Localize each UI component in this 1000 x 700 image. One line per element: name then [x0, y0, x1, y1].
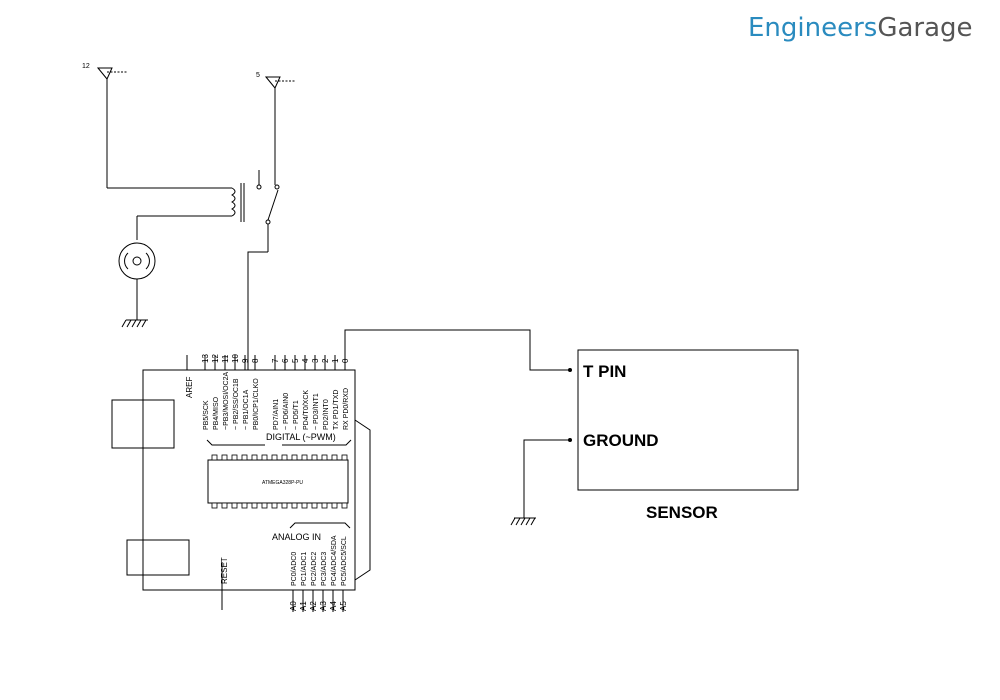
chip-pin — [251, 502, 258, 509]
digital-pin-label: PD7/AIN1 — [273, 399, 280, 430]
header-number: 6 — [281, 358, 290, 363]
analog-pin-number: A2 — [309, 601, 318, 611]
header-number: 0 — [341, 358, 350, 363]
t-pin-label: T PIN — [583, 362, 626, 381]
sensor-module: T PIN GROUND SENSOR — [577, 349, 799, 522]
digital-pin-label: ~ PD6/AIN0 — [283, 393, 290, 430]
analog-pin-number: A4 — [329, 601, 338, 611]
analog-pin-number: A3 — [319, 601, 328, 611]
supply-5v-label: 5 — [256, 72, 260, 79]
ground-label: GROUND — [583, 431, 659, 450]
digital-pin-label: ~ PB2/SS/OC1B — [233, 378, 240, 430]
chip-pin — [231, 502, 238, 509]
analog-pin-number: A5 — [339, 601, 348, 611]
chip-pin — [311, 502, 318, 509]
supply-12v-label: 12 — [82, 63, 90, 70]
chip-pin — [341, 454, 348, 461]
digital-label: DIGITAL (~PWM) — [266, 432, 336, 442]
chip-pin — [221, 502, 228, 509]
analog-pin-label: PC1/ADC1 — [301, 552, 308, 586]
chip-pin — [251, 454, 258, 461]
relay — [107, 170, 280, 252]
aref-label: AREF — [185, 377, 194, 398]
chip-pin — [321, 454, 328, 461]
chip-label: ATMEGA328P-PU — [262, 480, 303, 486]
analog-pin-label: PC5/ADC5/SCL — [341, 536, 348, 586]
header-number: 12 — [211, 354, 220, 363]
chip-pin — [301, 502, 308, 509]
relay-wire — [247, 251, 268, 370]
digital-pin-label: PB5/SCK — [203, 400, 210, 430]
chip-pin — [281, 454, 288, 461]
header-number: 1 — [331, 358, 340, 363]
header-number: 11 — [221, 354, 230, 363]
header-number: 3 — [311, 358, 320, 363]
digital-pin-label: PD4/T0/XCK — [303, 390, 310, 430]
header-number: 9 — [241, 358, 250, 363]
supply-12v: 12 — [82, 63, 127, 188]
analog-pin-label: PC4/ADC4/SDA — [331, 535, 338, 586]
chip-pin — [341, 502, 348, 509]
chip-pin — [321, 502, 328, 509]
digital-pin-label: PB4/MISO — [213, 396, 220, 430]
chip-pin — [221, 454, 228, 461]
digital-pin-label: ~PB3/MOSI/OC2A — [223, 372, 230, 430]
header-number: 2 — [321, 358, 330, 363]
chip-pin — [291, 454, 298, 461]
header-number: 7 — [271, 358, 280, 363]
sensor-label: SENSOR — [646, 503, 718, 522]
signal-wire — [344, 329, 570, 371]
digital-pin-label: ~ PD5/T1 — [293, 400, 300, 430]
digital-pin-label: ~ PB1/OC1A — [243, 389, 250, 430]
header-number: 10 — [231, 354, 240, 363]
header-number: 4 — [301, 358, 310, 363]
header-number: 5 — [291, 358, 300, 363]
chip-pin — [331, 502, 338, 509]
supply-5v: 5 — [256, 72, 296, 185]
header-number: 13 — [201, 354, 210, 363]
engineersgarage-logo: EngineersGarage — [748, 13, 973, 43]
chip-pin — [301, 454, 308, 461]
analog-pin-label: PC2/ADC2 — [311, 552, 318, 586]
digital-pin-label: TX PD1/TXD — [333, 390, 340, 430]
chip-pin — [261, 502, 268, 509]
digital-pin-label: RX PD0/RXD — [343, 388, 350, 430]
reset-label: RESET — [220, 557, 229, 584]
chip-pin — [271, 502, 278, 509]
chip-pin — [331, 454, 338, 461]
chip-pin — [281, 502, 288, 509]
analog-label: ANALOG IN — [272, 532, 321, 542]
digital-pin-label: ~ PD3/INT1 — [313, 393, 320, 430]
chip-pin — [291, 502, 298, 509]
analog-pin-label: PC3/ADC3 — [321, 552, 328, 586]
power-jack — [126, 539, 190, 576]
analog-pin-number: A0 — [289, 601, 298, 611]
digital-pin-label: PD2/INT0 — [323, 399, 330, 430]
atmega-chip: ATMEGA328P-PU — [207, 454, 349, 509]
chip-pin — [211, 502, 218, 509]
sensor-ground-wire — [510, 438, 572, 526]
analog-pin-label: PC0/ADC0 — [291, 552, 298, 586]
chip-pin — [271, 454, 278, 461]
chip-pin — [241, 502, 248, 509]
chip-pin — [261, 454, 268, 461]
digital-pin-label: PB0/ICP1/CLKO — [253, 378, 260, 430]
header-number: 8 — [251, 358, 260, 363]
analog-pin-number: A1 — [299, 601, 308, 611]
chip-pin — [231, 454, 238, 461]
chip-pin — [211, 454, 218, 461]
buzzer — [118, 216, 156, 328]
chip-pin — [311, 454, 318, 461]
usb-connector — [111, 399, 175, 449]
chip-pin — [241, 454, 248, 461]
